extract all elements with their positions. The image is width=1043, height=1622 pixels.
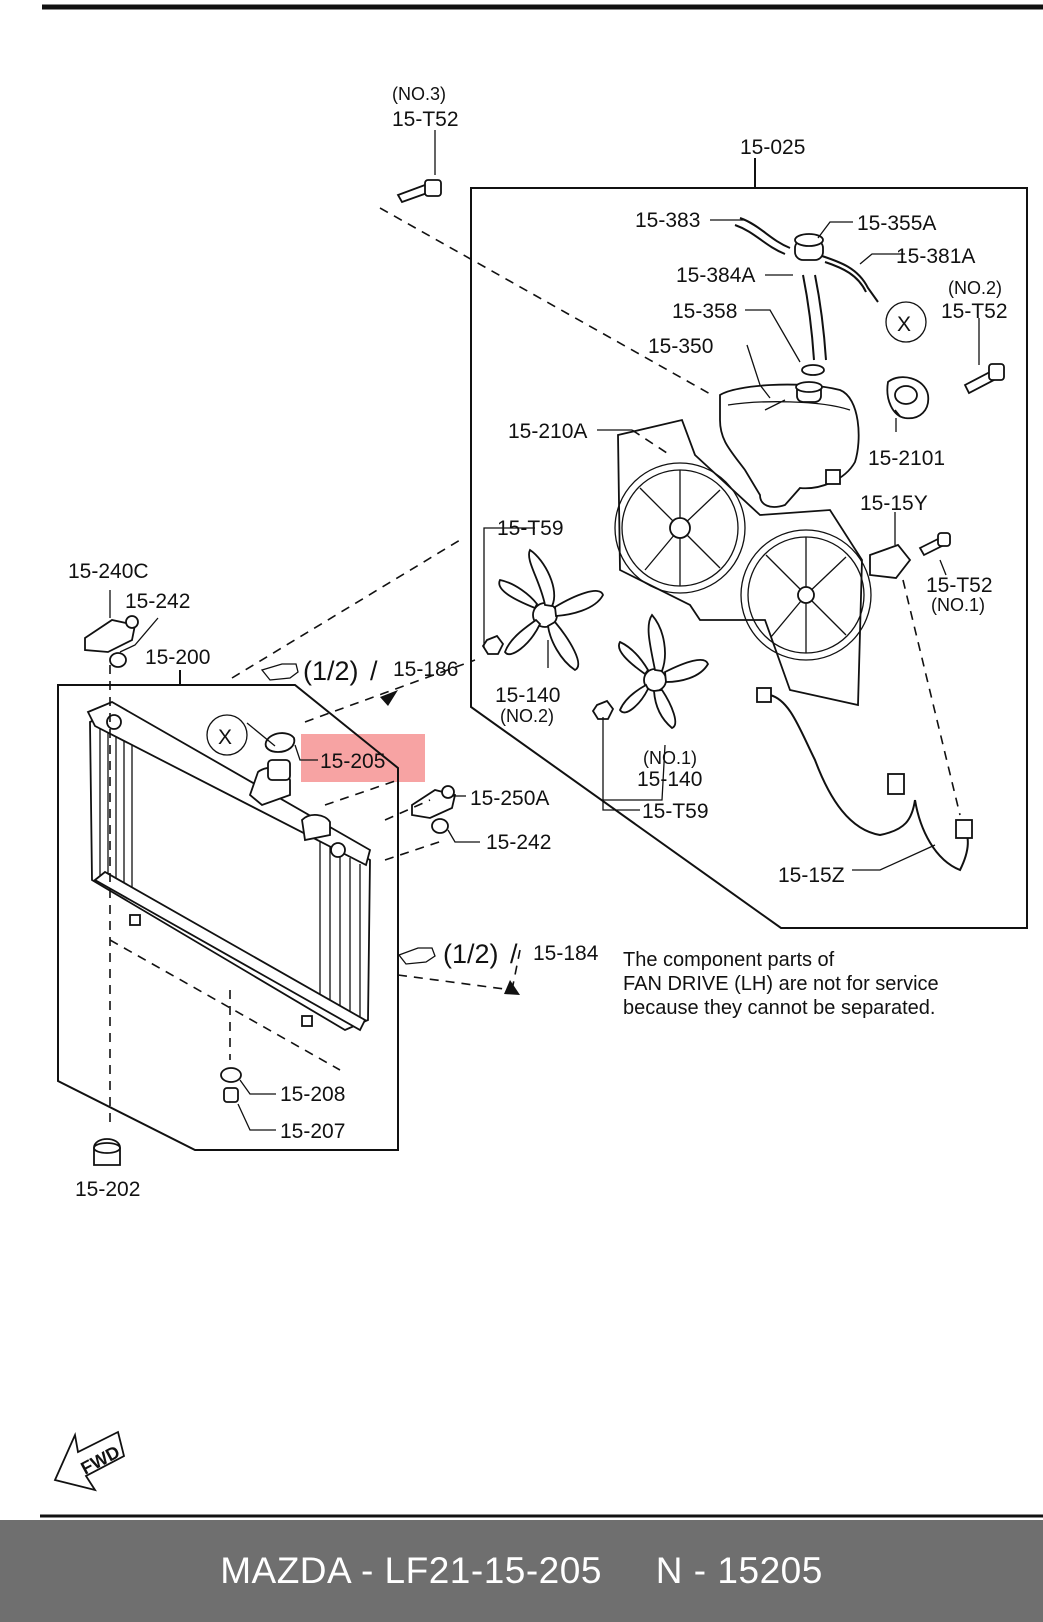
radiator [86,700,372,1032]
ref2-sep: / [510,939,518,969]
label-15-t52-no1-note: (NO.1) [931,595,985,615]
label-15-025: 15-025 [740,136,805,159]
ref-arrows [380,690,520,995]
label-15-2101: 15-2101 [868,447,945,470]
bolts [396,179,1005,557]
radiator-cap [264,732,296,753]
reference-markers [206,301,927,756]
ref2-fraction: (1/2) [443,939,499,969]
reservoir-tank [719,381,860,508]
caption-text: MAZDA - LF21-15-205 N - 15205 [220,1550,823,1591]
label-15-t52-no3: 15-T52 [392,108,459,131]
label-15-350: 15-350 [648,335,713,358]
ref1-target: 15-186 [393,658,458,681]
ref2-target: 15-184 [533,942,599,965]
ref1-fraction: (1/2) [303,656,359,686]
label-15-250a: 15-250A [470,787,549,810]
ref-x-radiator: X [218,726,232,749]
label-15-15z: 15-15Z [778,864,845,887]
ref1-sep: / [370,656,378,686]
label-15-140-no1: 15-140 [637,768,702,791]
label-15-208: 15-208 [280,1083,345,1106]
label-15-210a: 15-210A [508,420,587,443]
fan-motor [886,376,930,420]
label-15-200: 15-200 [145,646,210,669]
label-15-381a: 15-381A [896,245,975,268]
wire-harness [756,687,973,872]
label-15-358: 15-358 [672,300,737,323]
label-15-t52-no3-note: (NO.3) [392,84,446,104]
note-line-3: because they cannot be separated. [623,997,935,1019]
labels: 15-025 (NO.3) 15-T52 15-383 15-355A 15-3… [68,84,1008,1201]
label-15-15y: 15-15Y [860,492,928,515]
label-15-355a: 15-355A [857,212,936,235]
label-15-240c: 15-240C [68,560,149,583]
label-15-384a: 15-384A [676,264,755,287]
leader-lines [109,130,980,1131]
label-15-t52-no1: 15-T52 [926,574,993,597]
fan-blade-no1 [591,613,709,730]
resistor [869,543,912,579]
fwd-arrow-icon: FWD [53,1430,126,1492]
pointing-hand-icon [260,663,436,965]
label-15-140-no1-note: (NO.1) [643,748,697,768]
highlight-box [301,734,425,782]
label-15-207: 15-207 [280,1120,345,1143]
caption-bar: MAZDA - LF21-15-205 N - 15205 [0,1520,1043,1622]
label-15-140-no2-note: (NO.2) [500,706,554,726]
note-line-1: The component parts of [623,949,835,971]
radiator-group [57,670,399,1151]
fan-blade-no2 [481,548,604,672]
assembly-lines [109,207,961,1125]
label-15-t52-no2-note: (NO.2) [948,278,1002,298]
reservoir-hoses [734,217,879,376]
label-15-242-right: 15-242 [486,831,551,854]
ref-x-top: X [897,313,911,336]
fan-assembly-group [470,158,1028,929]
label-15-140-no2: 15-140 [495,684,560,707]
label-15-383: 15-383 [635,209,700,232]
label-15-202: 15-202 [75,1178,140,1201]
label-15-t59-top: 15-T59 [497,517,564,540]
label-15-205: 15-205 [320,750,385,773]
fan-shroud [614,418,872,707]
label-15-t52-no2: 15-T52 [941,300,1008,323]
brackets-and-cushions [84,615,457,1166]
label-15-t59-bottom: 15-T59 [642,800,709,823]
note-line-2: FAN DRIVE (LH) are not for service [623,973,939,995]
label-15-242-top: 15-242 [125,590,190,613]
